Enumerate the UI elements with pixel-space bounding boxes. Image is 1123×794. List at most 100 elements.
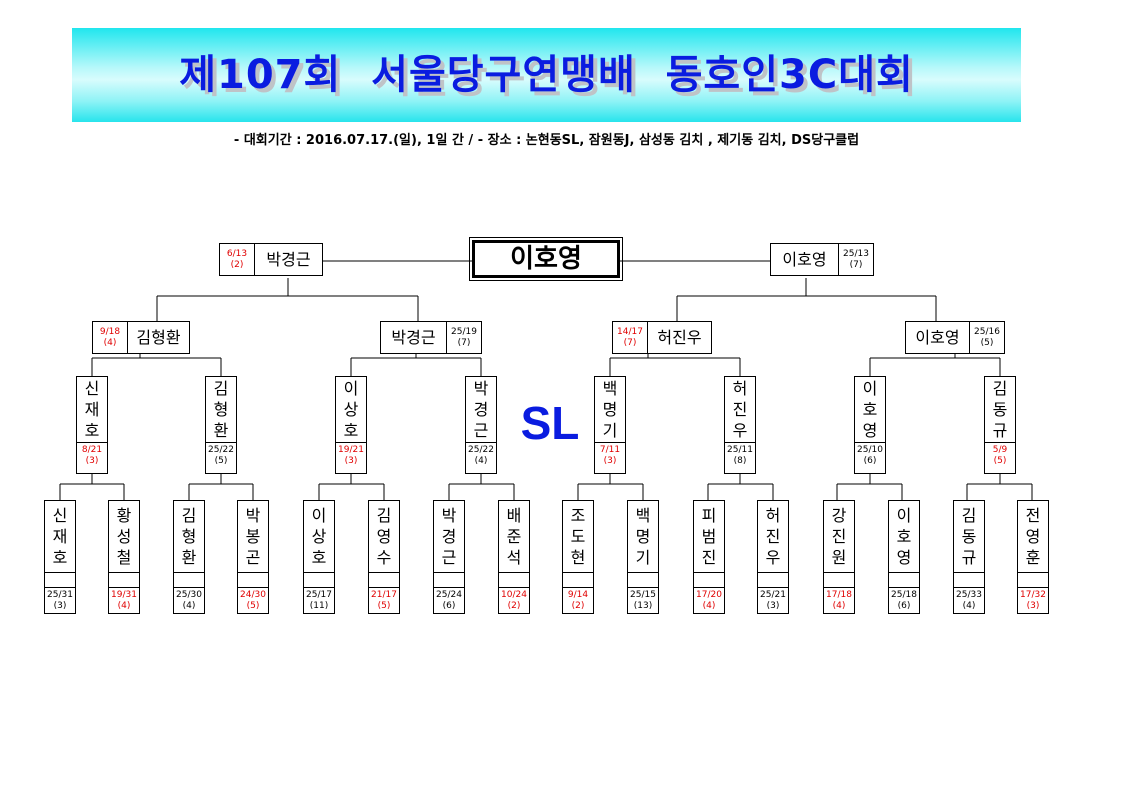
player-score: 25/24(6) [436,590,462,611]
player-score: 5/9(5) [992,445,1008,466]
blank-cell [109,573,139,588]
venue-label: SL [520,397,580,449]
player-name: 이호영 [915,328,960,347]
blank-cell [824,573,854,588]
player-name: 김형환 [136,328,181,347]
champion-box: 이호영 [469,237,623,281]
player-score: 25/18(6) [891,590,917,611]
blank-cell [889,573,919,588]
blank-cell [238,573,268,588]
connector-right-final [676,278,937,322]
connector-left-final [156,278,419,322]
connector-q-7 [836,474,903,500]
blank-cell [628,573,658,588]
player-score: 25/13(7) [838,244,873,275]
connector-q-4 [448,474,515,500]
player-score: 25/10(6) [857,445,883,466]
blank-cell [174,573,204,588]
semi-player-1: 9/18(4) 김형환 [92,321,190,354]
blank-cell [434,573,464,588]
player-score: 6/13(2) [220,244,255,275]
player-score: 9/18(4) [93,322,128,353]
player-score: 25/31(3) [47,590,73,611]
player-score: 7/11(3) [599,445,621,466]
page-title: 제107회 서울당구연맹배 동호인3C대회 [179,52,914,98]
player-score: 10/24(2) [501,590,527,611]
player-score: 25/22(5) [208,445,234,466]
player-score: 25/22(4) [468,445,494,466]
blank-cell [304,573,334,588]
semi-player-2: 25/19(7) 박경근 [380,321,482,354]
blank-cell [499,573,529,588]
player-score: 8/21(3) [81,445,103,466]
player-score: 25/17(11) [306,590,332,611]
connector-q-2 [188,474,254,500]
player-score: 17/32(3) [1020,590,1046,611]
title-banner [72,28,1021,122]
player-name: 허진우 [657,328,702,347]
connector-q-6 [707,474,774,500]
blank-cell [954,573,984,588]
player-score: 25/30(4) [176,590,202,611]
player-score: 19/31(4) [111,590,137,611]
blank-cell [758,573,788,588]
player-name: 이호영 [782,250,827,269]
blank-cell [563,573,593,588]
player-score: 17/18(4) [826,590,852,611]
player-score: 14/17(7) [613,322,648,353]
player-score: 21/17(5) [371,590,397,611]
blank-cell [1018,573,1048,588]
blank-cell [45,573,75,588]
player-score: 25/11(8) [727,445,753,466]
player-score: 25/16(5) [969,322,1004,353]
player-score: 25/33(4) [956,590,982,611]
connector-q-1 [59,474,125,500]
player-score: 24/30(5) [240,590,266,611]
semi-player-3: 14/17(7) 허진우 [612,321,712,354]
player-name: 박경근 [266,250,311,269]
player-score: 17/20(4) [696,590,722,611]
player-name: 박경근 [391,328,436,347]
connector-q-5 [577,474,644,500]
blank-cell [369,573,399,588]
player-score: 25/15(13) [630,590,656,611]
